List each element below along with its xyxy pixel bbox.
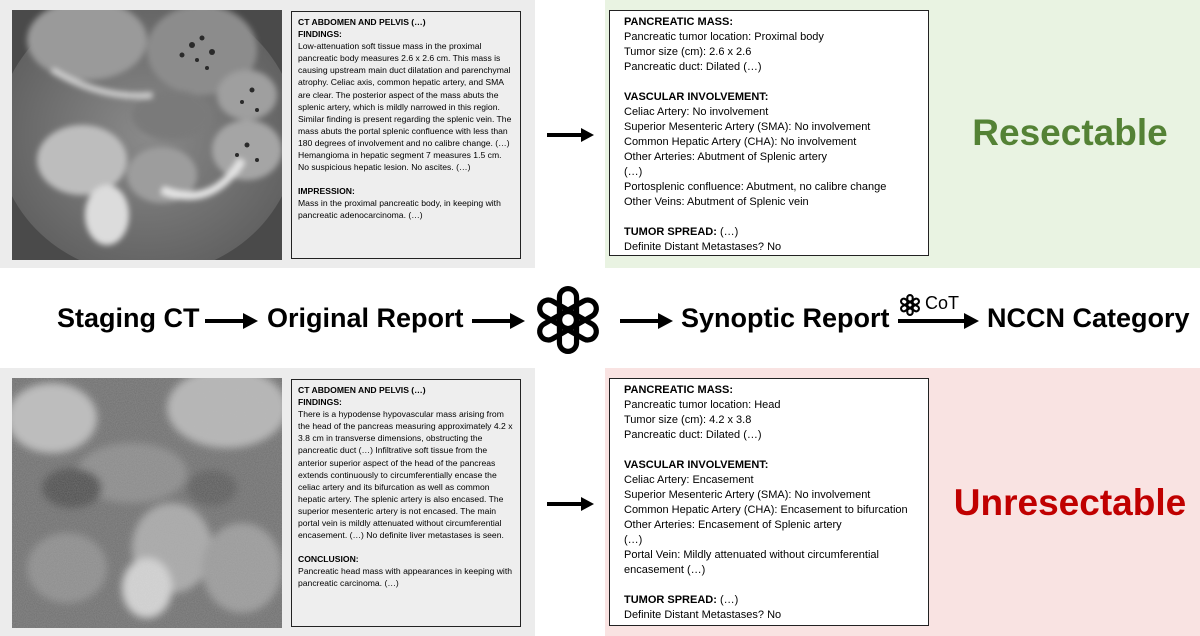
arrow-icon xyxy=(620,313,673,329)
spacer xyxy=(624,443,914,458)
synoptic-line: Tumor size (cm): 2.6 x 2.6 xyxy=(624,46,752,58)
synoptic-line: Definite Distant Metastases? No xyxy=(624,241,782,253)
arrow-icon xyxy=(547,497,594,511)
impression-label: IMPRESSION: xyxy=(298,186,355,197)
findings-text: Low-attenuation soft tissue mass in the … xyxy=(298,41,512,173)
synoptic-line: Pancreatic tumor location: Head xyxy=(624,399,781,411)
tumor-spread-heading: TUMOR SPREAD: (…) xyxy=(624,225,914,240)
cot-label: CoT xyxy=(925,293,960,313)
synoptic-line: Superior Mesenteric Artery (SMA): No inv… xyxy=(624,121,871,133)
spacer xyxy=(624,75,914,90)
bottom-original-report: CT ABDOMEN AND PELVIS (…) FINDINGS: Ther… xyxy=(291,379,521,627)
conclusion-label: CONCLUSION: xyxy=(298,554,359,565)
conclusion-text: Pancreatic head mass with appearances in… xyxy=(298,566,513,589)
synoptic-line: Celiac Artery: Encasement xyxy=(624,474,754,486)
vascular-involvement-label: VASCULAR INVOLVEMENT: xyxy=(624,459,769,471)
synoptic-line: Pancreatic duct: Dilated (…) xyxy=(624,61,762,73)
report-title: CT ABDOMEN AND PELVIS (…) xyxy=(298,17,426,27)
synoptic-line: Common Hepatic Artery (CHA): Encasement … xyxy=(624,504,908,516)
spacer xyxy=(624,210,914,225)
chatgpt-logo-icon xyxy=(537,286,599,354)
synoptic-line: (…) xyxy=(624,166,643,178)
tumor-spread-label: TUMOR SPREAD: xyxy=(624,594,717,606)
synoptic-line: Pancreatic tumor location: Proximal body xyxy=(624,31,824,43)
top-nccn-category: Resectable xyxy=(972,112,1168,153)
top-ct-image xyxy=(12,10,282,260)
findings-label: FINDINGS: xyxy=(298,397,342,408)
synoptic-line: Superior Mesenteric Artery (SMA): No inv… xyxy=(624,489,871,501)
synoptic-report-label: Synoptic Report xyxy=(681,303,890,333)
original-report-label: Original Report xyxy=(267,303,464,333)
chatgpt-small-logo-icon xyxy=(900,294,920,316)
synoptic-line: Pancreatic duct: Dilated (…) xyxy=(624,429,762,441)
impression-text: Mass in the proximal pancreatic body, in… xyxy=(298,198,501,221)
top-synoptic-report: PANCREATIC MASS: Pancreatic tumor locatio… xyxy=(609,10,929,256)
synoptic-line: (…) xyxy=(624,534,643,546)
synoptic-line: Tumor size (cm): 4.2 x 3.8 xyxy=(624,414,752,426)
spacer xyxy=(624,578,914,593)
pancreatic-mass-label: PANCREATIC MASS: xyxy=(624,384,733,396)
tumor-spread-heading: TUMOR SPREAD: (…) xyxy=(624,593,914,608)
findings-label: FINDINGS: xyxy=(298,29,342,40)
synoptic-line: Definite Distant Metastases? No xyxy=(624,609,782,621)
arrow-icon xyxy=(898,313,979,329)
arrow-icon xyxy=(547,128,594,142)
tumor-spread-label: TUMOR SPREAD: xyxy=(624,226,717,238)
synoptic-line: Other Veins: Abutment of Splenic vein xyxy=(624,196,809,208)
top-original-report: CT ABDOMEN AND PELVIS (…) FINDINGS: Low-… xyxy=(291,11,521,259)
tumor-spread-suffix: (…) xyxy=(716,594,739,606)
arrow-icon xyxy=(472,313,525,329)
arrow-icon xyxy=(205,313,258,329)
synoptic-line: Common Hepatic Artery (CHA): No involvem… xyxy=(624,136,857,148)
tumor-spread-suffix: (…) xyxy=(716,226,739,238)
bottom-ct-image xyxy=(12,378,282,628)
bottom-nccn-category: Unresectable xyxy=(953,482,1187,523)
vascular-involvement-label: VASCULAR INVOLVEMENT: xyxy=(624,91,769,103)
pancreatic-mass-label: PANCREATIC MASS: xyxy=(624,16,733,28)
bottom-synoptic-report: PANCREATIC MASS: Pancreatic tumor locatio… xyxy=(609,378,929,626)
synoptic-line: Other Arteries: Encasement of Splenic ar… xyxy=(624,519,842,531)
synoptic-line: Other Arteries: Abutment of Splenic arte… xyxy=(624,151,827,163)
findings-text: There is a hypodense hypovascular mass a… xyxy=(298,409,513,541)
synoptic-line: Portosplenic confluence: Abutment, no ca… xyxy=(624,181,887,193)
synoptic-line: Portal Vein: Mildly attenuated without c… xyxy=(624,549,879,576)
report-title: CT ABDOMEN AND PELVIS (…) xyxy=(298,385,426,395)
synoptic-line: Celiac Artery: No involvement xyxy=(624,106,769,118)
staging-ct-label: Staging CT xyxy=(57,303,200,333)
nccn-category-label: NCCN Category xyxy=(987,303,1190,333)
